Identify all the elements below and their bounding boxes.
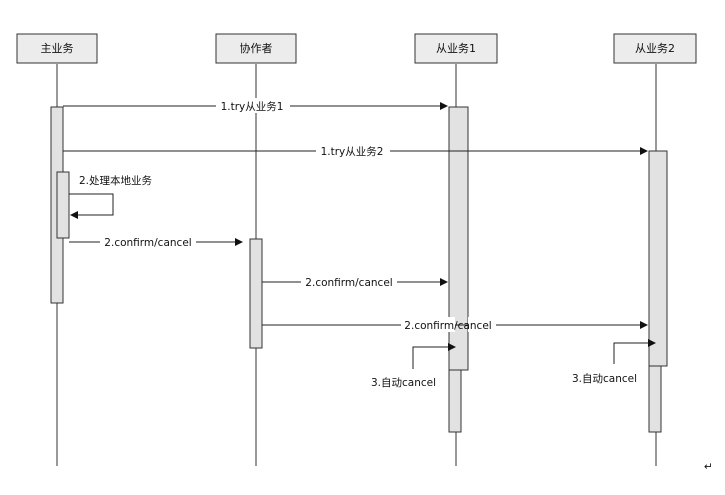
participant-sub2: 从业务2 — [613, 33, 697, 64]
activation-coordinator — [249, 238, 263, 349]
message-local-process: 2.处理本地业务 — [69, 174, 153, 219]
participant-coordinator-label: 协作者 — [240, 41, 273, 55]
activation-sub2 — [648, 150, 668, 367]
participant-main: 主业务 — [16, 33, 98, 64]
participant-sub2-label: 从业务2 — [635, 42, 675, 55]
activation-main-local — [56, 171, 70, 239]
message-auto-cancel-sub2-label: 3.自动cancel — [572, 372, 637, 385]
paragraph-mark: ↵ — [704, 461, 713, 473]
message-auto-cancel-sub1-label: 3.自动cancel — [371, 376, 436, 389]
message-confirm-cancel-sub1: 2.confirm/cancel — [262, 274, 448, 289]
message-auto-cancel-sub2: 3.自动cancel — [572, 339, 656, 385]
message-try-sub1-label: 1.try从业务1 — [221, 100, 284, 113]
activation-sub1 — [448, 106, 469, 371]
message-try-sub1: 1.try从业务1 — [63, 98, 448, 113]
activation-sub2-auto — [648, 365, 662, 433]
participant-sub1: 从业务1 — [414, 33, 498, 64]
message-confirm-cancel-coordinator-label: 2.confirm/cancel — [104, 237, 191, 249]
message-confirm-cancel-sub2-label: 2.confirm/cancel — [404, 320, 491, 332]
message-confirm-cancel-sub1-label: 2.confirm/cancel — [305, 277, 392, 289]
message-confirm-cancel-coordinator: 2.confirm/cancel — [69, 234, 243, 249]
message-auto-cancel-sub1: 3.自动cancel — [371, 343, 456, 389]
message-local-process-label: 2.处理本地业务 — [79, 174, 153, 187]
message-try-sub2: 1.try从业务2 — [63, 143, 648, 158]
message-confirm-cancel-sub2: 2.confirm/cancel — [262, 317, 648, 332]
participant-main-label: 主业务 — [41, 42, 74, 55]
activation-sub1-auto — [448, 369, 462, 433]
message-try-sub2-label: 1.try从业务2 — [321, 145, 384, 158]
participant-coordinator: 协作者 — [215, 33, 297, 64]
participant-sub1-label: 从业务1 — [436, 42, 476, 55]
